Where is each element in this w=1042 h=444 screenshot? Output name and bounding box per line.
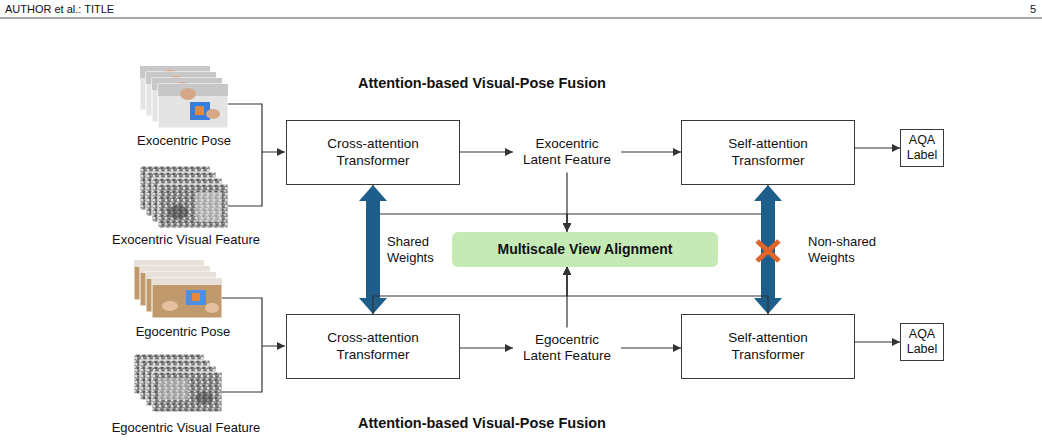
flow-arrow: [460, 151, 513, 152]
fusion-panel: Attention-based Visual-Pose FusionCross-…: [86, 62, 878, 248]
input-caption: Egocentric Pose: [136, 324, 231, 340]
latent-feature: Exocentric Latent Feature: [513, 132, 621, 173]
transformer-box: Cross-attention Transformer: [286, 314, 460, 379]
input-caption: Exocentric Visual Feature: [112, 232, 260, 248]
egocentric-pose-frames: [134, 260, 222, 318]
panel-title: Attention-based Visual-Pose Fusion: [358, 415, 606, 432]
input-caption: Egocentric Visual Feature: [112, 420, 261, 436]
latent-feature: Egocentric Latent Feature: [513, 328, 621, 369]
node-label: Self-attention Transformer: [708, 330, 828, 362]
non-shared-cross: [757, 241, 779, 261]
running-header: AUTHOR et al.: TITLE: [5, 3, 114, 16]
node-label: Exocentric Latent Feature: [517, 136, 617, 168]
input-wires: [222, 104, 285, 392]
flow-arrow: [621, 151, 681, 152]
node-label: Egocentric Latent Feature: [517, 332, 617, 364]
flow-arrow: [460, 347, 513, 348]
flow-arrow: [621, 347, 681, 348]
weight-sharing-arrow: [359, 185, 387, 314]
panel-ground-shape: [86, 62, 878, 248]
flow-arrow: [567, 185, 768, 232]
input-wire: [222, 346, 262, 392]
node-label: AQA Label: [904, 133, 940, 163]
panel-title: Attention-based Visual-Pose Fusion: [358, 75, 606, 92]
node-label: AQA Label: [904, 327, 940, 357]
node-label: Multiscale View Alignment: [497, 241, 672, 258]
transformer-box: Self-attention Transformer: [681, 120, 855, 185]
flow-arrow: [855, 147, 900, 148]
node-label: Cross-attention Transformer: [313, 136, 433, 168]
output-label-box: AQA Label: [900, 129, 944, 167]
edge-label: Non-shared Weights: [808, 234, 882, 265]
node-label: Cross-attention Transformer: [313, 330, 433, 362]
flow-arrow: [567, 267, 768, 315]
input-wire: [228, 152, 262, 206]
input-wire: [222, 298, 285, 346]
edge-label: Shared Weights: [387, 234, 447, 265]
flow-arrow: [373, 185, 567, 232]
exocentric-pose-frames: [140, 66, 228, 128]
input-wire: [228, 104, 285, 152]
output-label-box: AQA Label: [900, 323, 944, 361]
panel-ground-shape: [86, 255, 878, 440]
flow-arrow: [855, 341, 900, 342]
transformer-box: Cross-attention Transformer: [286, 120, 460, 185]
header-rule: [0, 18, 1042, 19]
flow-arrow: [373, 267, 567, 315]
exocentric-visual-frames: [140, 166, 228, 228]
weight-sharing-arrow: [754, 185, 782, 314]
page-number: 5: [1030, 3, 1036, 16]
egocentric-visual-frames: [134, 354, 222, 412]
transformer-box: Self-attention Transformer: [681, 314, 855, 379]
node-label: Self-attention Transformer: [708, 136, 828, 168]
fusion-panel: Attention-based Visual-Pose Fusion Cross-…: [86, 255, 878, 440]
alignment-box: Multiscale View Alignment: [452, 232, 718, 267]
input-caption: Exocentric Pose: [137, 133, 231, 149]
